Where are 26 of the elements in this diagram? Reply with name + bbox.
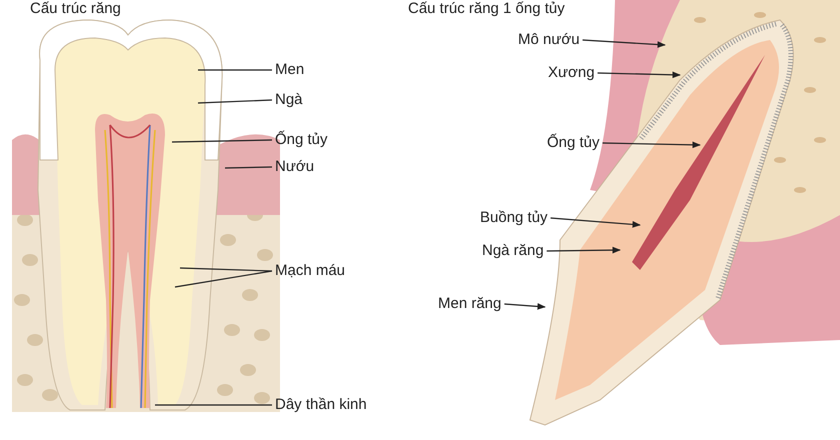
leader-line	[180, 267, 272, 272]
leader-line	[174, 270, 272, 288]
arrow	[504, 303, 546, 310]
leader-line	[155, 404, 272, 406]
arrow	[546, 246, 621, 254]
part-label: Xương	[548, 64, 595, 82]
part-label: Ngà	[275, 91, 303, 109]
panel-title: Cấu trúc răng	[30, 0, 121, 18]
arrow	[598, 71, 681, 78]
panel-title: Cấu trúc răng 1 ống tủy	[408, 0, 565, 18]
part-label: Nướu	[275, 158, 314, 176]
part-label: Ống tủy	[547, 134, 600, 152]
part-label: Men	[275, 61, 304, 79]
arrow	[550, 217, 641, 228]
leader-line	[224, 166, 272, 169]
part-label: Buồng tủy	[480, 209, 548, 227]
part-label: Mô nướu	[518, 31, 580, 49]
part-label: Ống tủy	[275, 131, 328, 149]
arrow	[582, 39, 666, 48]
part-label: Men răng	[438, 295, 502, 313]
part-label: Dây thần kinh	[275, 396, 367, 414]
leader-line	[198, 99, 272, 104]
part-label: Mạch máu	[275, 262, 346, 280]
part-label: Ngà răng	[482, 242, 544, 260]
arrow	[602, 141, 701, 148]
leader-line	[198, 69, 272, 71]
